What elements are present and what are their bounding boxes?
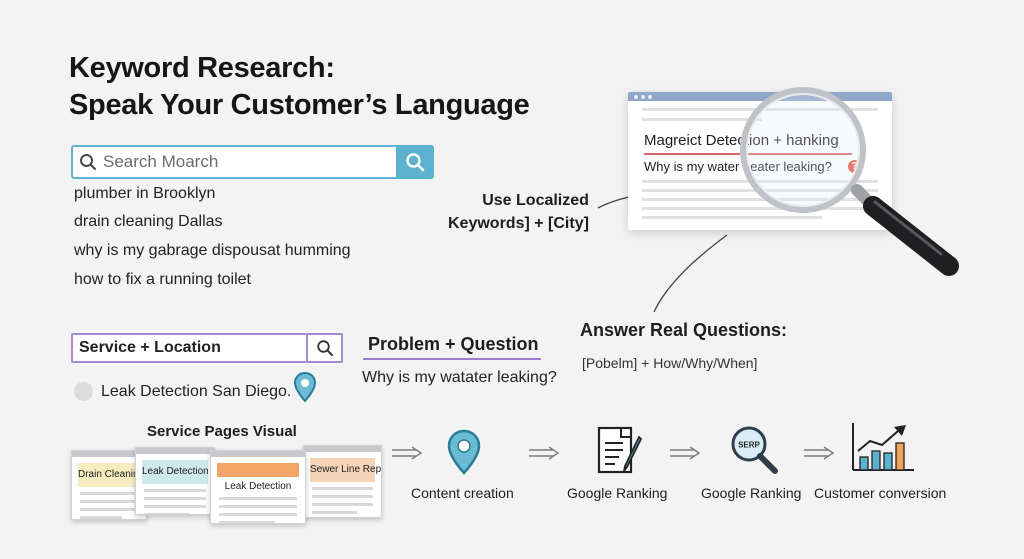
page-title: Keyword Research: Speak Your Customer’s … (69, 50, 530, 124)
window-dot (648, 95, 652, 99)
problem-question-example: Why is my watater leaking? (362, 369, 557, 386)
serp-badge-text: SERP (738, 441, 760, 450)
double-arrow-icon (392, 446, 423, 460)
serp-result-line (642, 198, 878, 201)
title-line-1: Keyword Research: (69, 52, 335, 84)
window-titlebar (628, 92, 892, 101)
keyword-suggestion[interactable]: how to fix a running toilet (74, 271, 251, 288)
search-icon (73, 153, 103, 171)
answer-questions-formula: [Pobelm] + How/Why/When] (582, 355, 758, 371)
keyword-suggestion[interactable]: drain cleaning Dallas (74, 213, 223, 230)
search-button[interactable] (396, 145, 434, 179)
keyword-suggestion[interactable]: plumber in Brooklyn (74, 185, 216, 202)
underline (363, 358, 541, 360)
search-icon (316, 340, 333, 356)
service-page-card: Sewer Line Repair (303, 445, 382, 518)
double-arrow-icon (670, 446, 701, 460)
magnifier-icon (740, 87, 959, 276)
service-page-card-title: Sewer Line Repair (310, 458, 381, 482)
service-pages-title: Service Pages Visual (147, 423, 297, 440)
flow-stage-label: Customer conversion (814, 485, 947, 501)
service-page-card: Leak Detection (210, 450, 306, 524)
flow-stage-label: Google Ranking (567, 485, 668, 501)
serp-result-line (642, 180, 878, 183)
flow-stage-label: Content creation (411, 485, 514, 501)
window-dot (634, 95, 638, 99)
service-page-card-title: Drain Cleaning (78, 463, 144, 487)
search-button[interactable] (306, 335, 341, 361)
service-location-box[interactable]: Service + Location (71, 333, 343, 363)
title-line-2: Speak Your Customer’s Language (69, 89, 530, 121)
problem-question-label: Problem + Question (368, 334, 539, 354)
document-pen-icon (597, 426, 643, 474)
serp-line (642, 118, 762, 121)
location-pin-icon (447, 429, 481, 475)
keyword-suggestion[interactable]: why is my gabrage dispousat humming (74, 242, 351, 259)
service-page-card-banner (217, 463, 299, 477)
radio-button[interactable] (74, 382, 93, 401)
location-pin-icon (293, 371, 317, 403)
service-location-example: Leak Detection San Diego. (101, 383, 292, 400)
window-dot (641, 95, 645, 99)
answer-questions-label: Answer Real Questions: (580, 320, 788, 340)
double-arrow-icon (804, 446, 835, 460)
search-input[interactable]: Search Moarch (103, 152, 219, 171)
localized-line-2: Keywords] + [City] (448, 215, 589, 232)
serp-result-line (642, 216, 822, 219)
serp-result-line (642, 207, 878, 210)
serp-question: Why is my water heater leaking? (644, 159, 832, 174)
service-page-card: Drain Cleaning (71, 450, 147, 520)
service-page-card-title: Leak Detection (224, 481, 292, 492)
flow-stage-label: Google Ranking (701, 485, 802, 501)
service-page-card: Leak Detection (135, 447, 215, 515)
search-box[interactable]: Search Moarch (71, 145, 434, 179)
double-arrow-icon (529, 446, 560, 460)
growth-chart-icon (852, 423, 914, 471)
serp-magnifier-icon: SERP (731, 426, 778, 474)
service-page-card-title: Leak Detection (142, 460, 209, 484)
service-location-label: Service + Location (79, 339, 221, 356)
localized-line-1: Use Localized (482, 192, 589, 209)
search-icon (406, 153, 425, 172)
localized-keywords-label: Use Localized Keywords] + [City] (448, 189, 589, 235)
